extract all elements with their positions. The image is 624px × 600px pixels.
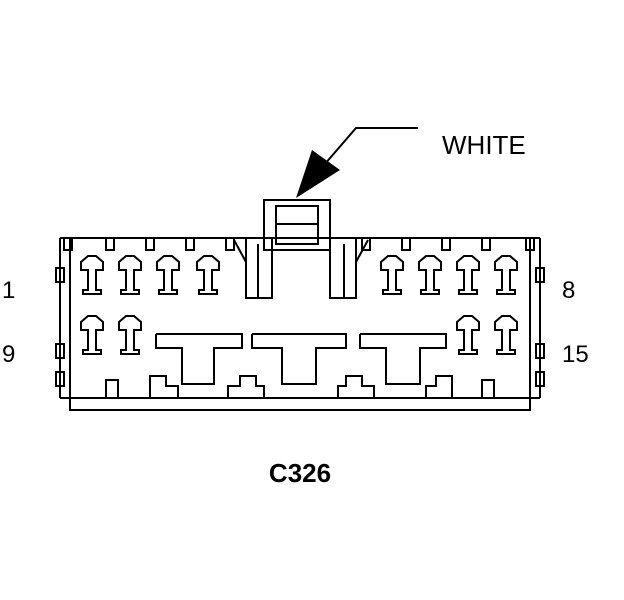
callout-arrow — [296, 127, 418, 198]
terminal-cavities — [80, 255, 518, 355]
cavity-pin-4 — [196, 255, 220, 295]
pin-label-8: 8 — [562, 277, 575, 304]
cavity-pin-1 — [80, 255, 104, 295]
cavity-pin-5 — [380, 255, 404, 295]
connector-body — [55, 199, 545, 411]
cavity-pin-15 — [494, 315, 518, 355]
pin-label-9: 9 — [2, 341, 15, 368]
cavity-pin-8 — [494, 255, 518, 295]
cavity-pin-3 — [156, 255, 180, 295]
pin-label-15: 15 — [562, 341, 589, 368]
cavity-pin-14 — [456, 315, 480, 355]
color-callout-label: WHITE — [442, 130, 526, 160]
pin-label-1: 1 — [2, 277, 15, 304]
cavity-pin-10 — [118, 315, 142, 355]
cavity-pin-6 — [418, 255, 442, 295]
connector-id-label: C326 — [269, 458, 331, 488]
cavity-pin-2 — [118, 255, 142, 295]
cavity-pin-7 — [456, 255, 480, 295]
cavity-pin-9 — [80, 315, 104, 355]
